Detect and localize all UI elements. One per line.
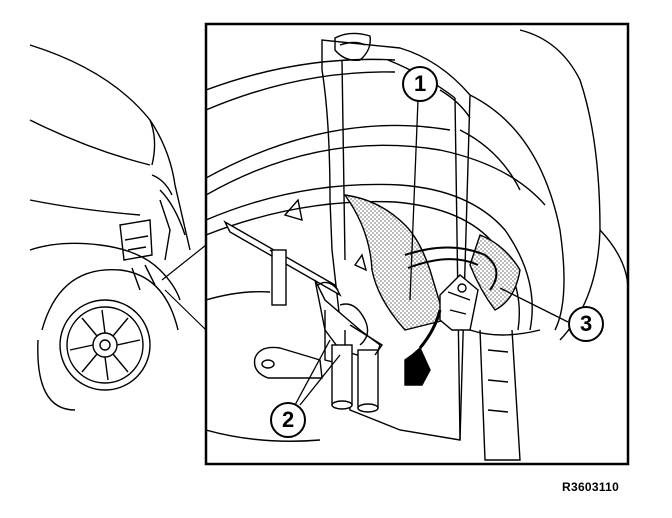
callout-3-circle (568, 306, 604, 342)
car-overview (29, 44, 191, 411)
callout-1-label: 1 (414, 71, 427, 96)
callout-2-circle (270, 402, 306, 438)
wheel-arch-liner (206, 58, 546, 331)
lower-trim (469, 329, 541, 461)
sensor-assembly (271, 249, 383, 413)
reference-code: R3603110 (562, 480, 620, 494)
hose (404, 246, 498, 291)
callout-1-circle (402, 66, 438, 102)
direction-arrow (404, 309, 442, 386)
ground-curve (206, 429, 321, 442)
callout-2-label: 2 (282, 407, 295, 432)
leader-to-detail (161, 244, 207, 331)
mounting-tab (253, 346, 323, 379)
callout-3-label: 3 (580, 311, 593, 336)
fender-edge (459, 29, 628, 341)
callout-leaders (294, 99, 569, 406)
